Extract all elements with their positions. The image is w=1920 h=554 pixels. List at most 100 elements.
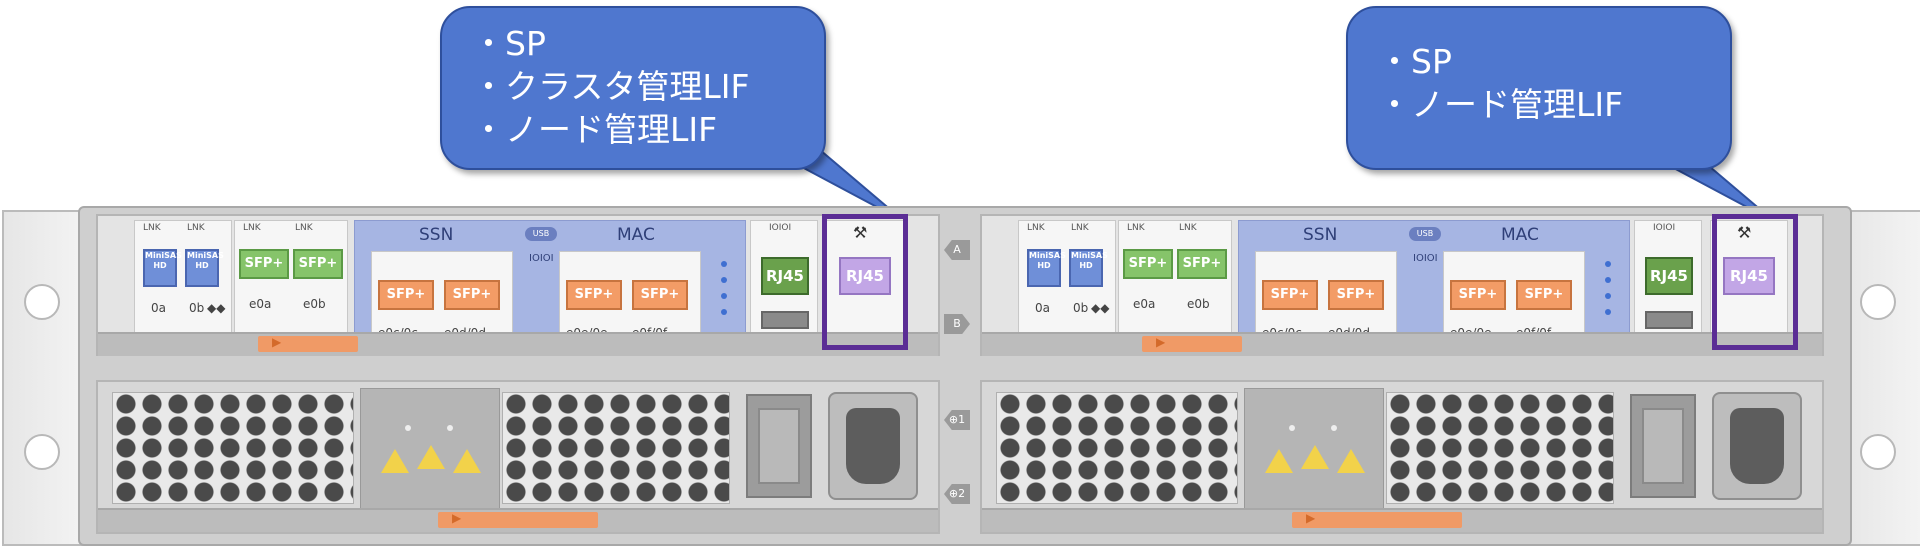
usb-port[interactable] bbox=[1645, 311, 1693, 329]
psu-left-release-tab[interactable] bbox=[438, 511, 598, 528]
lnk-label: LNK bbox=[1027, 223, 1045, 233]
callout-left-line-3: ・ノード管理LIF bbox=[472, 110, 718, 149]
port-label-0a: 0a bbox=[151, 301, 166, 315]
port-label-suffix: ◆◆ bbox=[1091, 301, 1110, 315]
ioioi-label: IOIOI bbox=[1653, 223, 1676, 233]
warning-icon bbox=[1265, 449, 1293, 473]
psu-led bbox=[447, 425, 453, 431]
usb-badge: USB bbox=[525, 227, 557, 241]
port-label-suffix: ◆◆ bbox=[207, 301, 226, 315]
wrench-icon: ⚒ bbox=[853, 223, 868, 242]
sfp-port-e0d[interactable]: SFP+ bbox=[1328, 280, 1384, 310]
rj45-port-sp[interactable]: RJ45 bbox=[1723, 257, 1775, 295]
status-led bbox=[721, 261, 727, 267]
lnk-label: LNK bbox=[1071, 223, 1089, 233]
psu-right bbox=[980, 380, 1824, 534]
usb-port[interactable] bbox=[761, 311, 809, 329]
ssn-label: SSN bbox=[1303, 225, 1338, 245]
ssn-mac-panel: SSN USB MAC IOIOI SFP+ SFP+ e0c/0c e0d/0… bbox=[1238, 220, 1630, 350]
sfp-port-e0a[interactable]: SFP+ bbox=[1123, 249, 1173, 279]
sfp-port-e0b[interactable]: SFP+ bbox=[1177, 249, 1227, 279]
port-label-0a: 0a bbox=[1035, 301, 1050, 315]
sfp-port-e0c[interactable]: SFP+ bbox=[378, 280, 434, 310]
callout-right-line-1: ・SP bbox=[1378, 42, 1452, 81]
sfp-port-e0f[interactable]: SFP+ bbox=[632, 280, 688, 310]
rj45-port-mgmt[interactable]: RJ45 bbox=[761, 257, 809, 295]
minisas-port-0b[interactable]: MiniSAS HD bbox=[185, 249, 224, 287]
slot-b-tab: B bbox=[944, 314, 970, 334]
warning-icon bbox=[453, 449, 481, 473]
power-rocker[interactable] bbox=[1642, 408, 1684, 484]
minisas-port-0b[interactable]: MiniSAS HD bbox=[1069, 249, 1108, 287]
sfp-port-e0b[interactable]: SFP+ bbox=[293, 249, 343, 279]
minisas-port-0a[interactable]: MiniSAS HD bbox=[143, 249, 182, 287]
ioioi-label: IOIOI bbox=[1413, 253, 1438, 264]
port-label-e0a: e0a bbox=[1133, 297, 1156, 311]
power-socket bbox=[846, 408, 900, 484]
controller-b-latch-bar bbox=[982, 332, 1822, 356]
usb-badge: USB bbox=[1409, 227, 1441, 241]
psu-led bbox=[405, 425, 411, 431]
port-label-e0a: e0a bbox=[249, 297, 272, 311]
callout-left-line-1: ・SP bbox=[472, 24, 546, 63]
controller-a-release-tab[interactable] bbox=[258, 335, 358, 352]
rj45-port-sp[interactable]: RJ45 bbox=[839, 257, 891, 295]
controller-b-release-tab[interactable] bbox=[1142, 335, 1242, 352]
psu-indicator-panel bbox=[1244, 388, 1384, 516]
rack-hole-lower-left bbox=[24, 434, 60, 470]
lnk-label: LNK bbox=[295, 223, 313, 233]
sfp-port-e0e[interactable]: SFP+ bbox=[566, 280, 622, 310]
rj45-port-mgmt[interactable]: RJ45 bbox=[1645, 257, 1693, 295]
status-led bbox=[721, 309, 727, 315]
power-rocker[interactable] bbox=[758, 408, 800, 484]
status-led bbox=[721, 277, 727, 283]
status-led bbox=[1605, 261, 1611, 267]
mac-label: MAC bbox=[1501, 225, 1539, 245]
sp-highlight-right bbox=[1712, 214, 1798, 350]
status-led bbox=[1605, 293, 1611, 299]
slot-a-tab: A bbox=[944, 240, 970, 260]
ioioi-label: IOIOI bbox=[769, 223, 792, 233]
rack-ear-left bbox=[2, 210, 86, 546]
onboard-sfp-section: LNK LNK SFP+ SFP+ e0a e0b bbox=[1118, 220, 1232, 350]
sfp-port-e0f[interactable]: SFP+ bbox=[1516, 280, 1572, 310]
sp-port-section: ⚒ RJ45 bbox=[826, 220, 904, 346]
ioioi-label: IOIOI bbox=[529, 253, 554, 264]
onboard-sfp-section: LNK LNK SFP+ SFP+ e0a e0b bbox=[234, 220, 348, 350]
psu-2-tab: ⊕2 bbox=[944, 484, 970, 504]
sas-section: LNK LNK MiniSAS HD MiniSAS HD 0a 0b ◆◆ bbox=[134, 220, 232, 350]
sfp-port-e0a[interactable]: SFP+ bbox=[239, 249, 289, 279]
status-led bbox=[1605, 277, 1611, 283]
callout-right: ・SP ・ノード管理LIF bbox=[1346, 6, 1732, 170]
sp-highlight-left bbox=[822, 214, 908, 350]
lnk-label: LNK bbox=[1179, 223, 1197, 233]
port-label-e0b: e0b bbox=[1187, 297, 1210, 311]
wrench-icon: ⚒ bbox=[1737, 223, 1752, 242]
ssn-label: SSN bbox=[419, 225, 454, 245]
sfp-port-e0c[interactable]: SFP+ bbox=[1262, 280, 1318, 310]
fan-grill-right bbox=[1386, 392, 1614, 504]
callout-right-line-2: ・ノード管理LIF bbox=[1378, 85, 1624, 124]
mac-label: MAC bbox=[617, 225, 655, 245]
minisas-port-0a[interactable]: MiniSAS HD bbox=[1027, 249, 1066, 287]
power-switch[interactable] bbox=[746, 394, 812, 498]
mgmt-port-section: IOIOI RJ45 bbox=[750, 220, 818, 350]
lnk-label: LNK bbox=[243, 223, 261, 233]
port-label-0b: 0b bbox=[189, 301, 205, 315]
sfp-port-e0e[interactable]: SFP+ bbox=[1450, 280, 1506, 310]
status-led bbox=[721, 293, 727, 299]
warning-icon bbox=[417, 445, 445, 469]
lnk-label: LNK bbox=[143, 223, 161, 233]
psu-indicator-panel bbox=[360, 388, 500, 516]
power-inlet[interactable] bbox=[828, 392, 918, 500]
warning-icon bbox=[1301, 445, 1329, 469]
sfp-port-e0d[interactable]: SFP+ bbox=[444, 280, 500, 310]
warning-icon bbox=[1337, 449, 1365, 473]
port-label-e0b: e0b bbox=[303, 297, 326, 311]
power-inlet[interactable] bbox=[1712, 392, 1802, 500]
power-switch[interactable] bbox=[1630, 394, 1696, 498]
rack-hole-upper-right bbox=[1860, 284, 1896, 320]
controller-b: LNK LNK MiniSAS HD MiniSAS HD 0a 0b ◆◆ L… bbox=[980, 214, 1824, 356]
psu-right-release-tab[interactable] bbox=[1292, 511, 1462, 528]
fan-grill-left bbox=[996, 392, 1238, 504]
